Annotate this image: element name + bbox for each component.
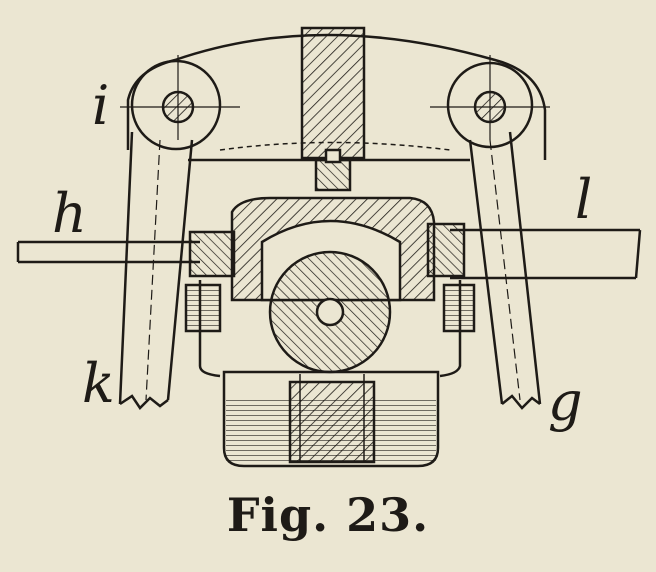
right-lever xyxy=(468,131,542,405)
left-bolt xyxy=(184,283,222,333)
label-h: h xyxy=(52,182,87,245)
shaft-center xyxy=(315,297,345,327)
mechanism-drawing: i h l k g xyxy=(16,26,642,468)
horizontal-rod xyxy=(16,240,200,264)
wick xyxy=(288,380,376,464)
lower-frame xyxy=(198,280,462,378)
oil-reservoir xyxy=(222,370,440,468)
figure-caption: Fig. 23. xyxy=(226,488,430,542)
left-lever xyxy=(118,131,194,405)
label-l: l xyxy=(575,168,592,231)
label-k: k xyxy=(82,352,115,415)
label-i: i xyxy=(92,74,109,137)
left-pivot-circle xyxy=(130,59,222,151)
left-block xyxy=(188,230,236,278)
center-column xyxy=(300,26,366,160)
label-g: g xyxy=(548,370,583,433)
